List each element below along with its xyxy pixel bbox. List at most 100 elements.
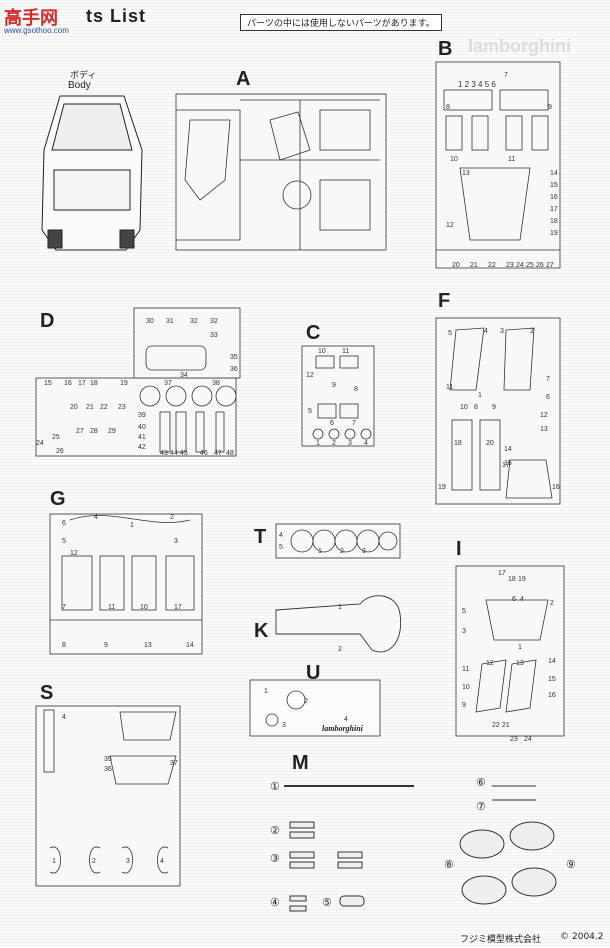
sprue-letter-t: T — [254, 526, 267, 548]
s-3: 3 — [126, 858, 130, 865]
sprue-letter-m: M — [292, 752, 309, 774]
m-6: ⑥ — [476, 777, 486, 789]
i-10: 10 — [462, 684, 470, 691]
d-37: 37 — [164, 380, 172, 387]
f-2: 2 — [530, 328, 534, 335]
sprue-k-drawing — [275, 595, 402, 653]
f-18: 18 — [454, 440, 462, 447]
g-12: 12 — [70, 550, 78, 557]
g-17: 17 — [174, 604, 182, 611]
sprue-letter-b: B — [438, 38, 453, 60]
f-5: 5 — [448, 330, 452, 337]
f-7: 7 — [546, 376, 550, 383]
d-31: 31 — [166, 318, 174, 325]
d-18: 18 — [90, 380, 98, 387]
u-3: 3 — [282, 722, 286, 729]
b-10: 10 — [450, 156, 458, 163]
footer-company: フジミ模型株式会社 — [460, 935, 542, 945]
m-9: ⑨ — [566, 859, 576, 871]
sprue-b-drawing — [435, 61, 561, 269]
c-12: 12 — [306, 372, 314, 379]
b-15: 15 — [550, 182, 558, 189]
d-48: 48 — [226, 450, 234, 457]
d-27: 27 — [76, 428, 84, 435]
s-35: 35 — [104, 756, 112, 763]
m-4: ④ — [270, 897, 280, 909]
i-5: 5 — [462, 608, 466, 615]
t-3: 3 — [362, 548, 366, 555]
i-18: 18 — [508, 576, 516, 583]
g-1: 1 — [130, 522, 134, 529]
c-4: 4 — [364, 440, 368, 447]
d-41: 41 — [138, 434, 146, 441]
sprue-i-drawing — [455, 565, 565, 737]
d-25: 25 — [52, 434, 60, 441]
sprue-c-drawing — [301, 345, 375, 447]
d-45: 45 — [180, 450, 188, 457]
i-17: 17 — [498, 570, 506, 577]
sprue-s-drawing — [35, 705, 181, 887]
b-12: 12 — [446, 222, 454, 229]
sprue-letter-c: C — [306, 322, 321, 344]
b-23: 23 — [506, 262, 514, 269]
g-6: 6 — [62, 520, 66, 527]
body-label-en: Body — [68, 80, 91, 91]
d-21: 21 — [86, 404, 94, 411]
sprue-letter-u: U — [306, 662, 321, 684]
d-28: 28 — [90, 428, 98, 435]
b-27: 27 — [546, 262, 554, 269]
i-22: 22 — [492, 722, 500, 729]
f-9: 9 — [492, 404, 496, 411]
b-24: 24 — [516, 262, 524, 269]
s-4: 4 — [62, 714, 66, 721]
d-20: 20 — [70, 404, 78, 411]
i-19: 19 — [518, 576, 526, 583]
f-10: 10 — [460, 404, 468, 411]
d-34: 34 — [180, 372, 188, 379]
u-badge: lamborghini — [322, 724, 363, 733]
c-3: 3 — [348, 440, 352, 447]
sprue-letter-d: D — [40, 310, 55, 332]
d-29: 29 — [108, 428, 116, 435]
m-7: ⑦ — [476, 801, 486, 813]
sprue-t-drawing — [275, 523, 401, 559]
s-37: 37 — [170, 760, 178, 767]
b-18: 18 — [550, 218, 558, 225]
g-7: 7 — [62, 604, 66, 611]
m-1: ① — [270, 781, 280, 793]
watermark-text: 高手网 — [4, 8, 58, 28]
f-14: 14 — [504, 446, 512, 453]
d-35: 35 — [230, 354, 238, 361]
sprue-letter-s: S — [40, 682, 54, 704]
k-1: 1 — [338, 604, 342, 611]
c-9: 9 — [332, 382, 336, 389]
sprue-letter-a: A — [236, 68, 251, 90]
sprue-letter-g: G — [50, 488, 66, 510]
c-5: 5 — [308, 408, 312, 415]
d-32a: 32 — [190, 318, 198, 325]
sprue-letter-f: F — [438, 290, 451, 312]
sprue-a-drawing — [175, 93, 387, 251]
g-13: 13 — [144, 642, 152, 649]
i-1: 1 — [518, 644, 522, 651]
d-16: 16 — [64, 380, 72, 387]
b-17: 17 — [550, 206, 558, 213]
u-1: 1 — [264, 688, 268, 695]
d-38: 38 — [212, 380, 220, 387]
d-17: 17 — [78, 380, 86, 387]
u-4: 4 — [344, 716, 348, 723]
b-16: 16 — [550, 194, 558, 201]
f-20: 20 — [486, 440, 494, 447]
b-13: 13 — [462, 170, 470, 177]
d-23: 23 — [118, 404, 126, 411]
s-36: 36 — [104, 766, 112, 773]
c-8: 8 — [354, 386, 358, 393]
b-row1: 1 2 3 4 5 6 — [458, 80, 496, 89]
k-2: 2 — [338, 646, 342, 653]
d-19: 19 — [120, 380, 128, 387]
page-title: ts List — [86, 6, 147, 26]
c-6: 6 — [330, 420, 334, 427]
f-17: 17 — [502, 462, 510, 469]
i-9: 9 — [462, 702, 466, 709]
u-2: 2 — [304, 698, 308, 705]
